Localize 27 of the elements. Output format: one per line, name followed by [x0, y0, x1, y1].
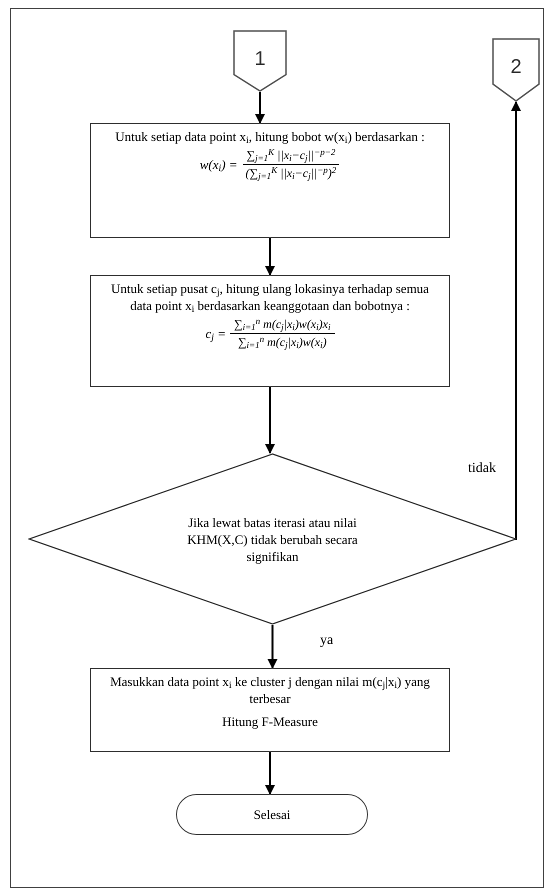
formula-numerator: ∑$_{i=1}$$^{n}$ m(c$_{j}$|x$_{i}$)w(x$_{i}$)x$_{i}$: [230, 316, 334, 334]
connector-number: 1: [254, 47, 266, 72]
connector-number: 2: [510, 55, 522, 80]
decision-diamond: [28, 453, 517, 625]
formula-lhs: w(x$_{i}$) =: [200, 156, 238, 173]
offpage-connector: [492, 38, 540, 102]
arrow: [268, 625, 278, 669]
terminal-text: Selesai: [254, 806, 290, 824]
formula-lhs: c$_{j}$ =: [205, 325, 226, 342]
decision-text: Jika lewat batas iterasi atau nilai KHM(X,C) tidak berubah secara signifikan: [187, 514, 358, 564]
process-box: [90, 275, 450, 387]
step-text: Untuk setiap pusat c$_{j}$, hitung ulang lokasinya terhadap semua data point x$_{i}$ berdasarkan keanggotaan dan bobotnya :: [110, 280, 430, 314]
arrow: [255, 92, 265, 124]
offpage-connector: [233, 30, 287, 92]
arrow: [265, 752, 275, 795]
arrow: [265, 387, 275, 454]
step-text: Hitung F-Measure: [222, 713, 318, 730]
arrow: [265, 238, 275, 276]
formula-numerator: ∑$_{j=1}$$^{K}$ ||x$_{i}$−c$_{j}$||$^{−p−2}$: [242, 147, 340, 165]
formula-denominator: (∑$_{j=1}$$^{K}$ ||x$_{i}$−c$_{j}$||$^{−p}$)$^{2}$: [244, 165, 338, 182]
terminator: [176, 794, 368, 835]
arrow: [511, 101, 521, 540]
process-box: [90, 123, 450, 238]
step-text: Masukkan data point x$_{i}$ ke cluster j dengan nilai m(c$_{j}$|x$_{i}$) yang terbesar: [109, 673, 431, 707]
step-text: Untuk setiap data point x$_{i}$, hitung bobot w(x$_{i}$) berdasarkan :: [115, 128, 425, 145]
formula-denominator: ∑$_{i=1}$$^{n}$ m(c$_{j}$|x$_{i}$)w(x$_{i}$): [236, 334, 328, 351]
process-box: [90, 668, 450, 752]
